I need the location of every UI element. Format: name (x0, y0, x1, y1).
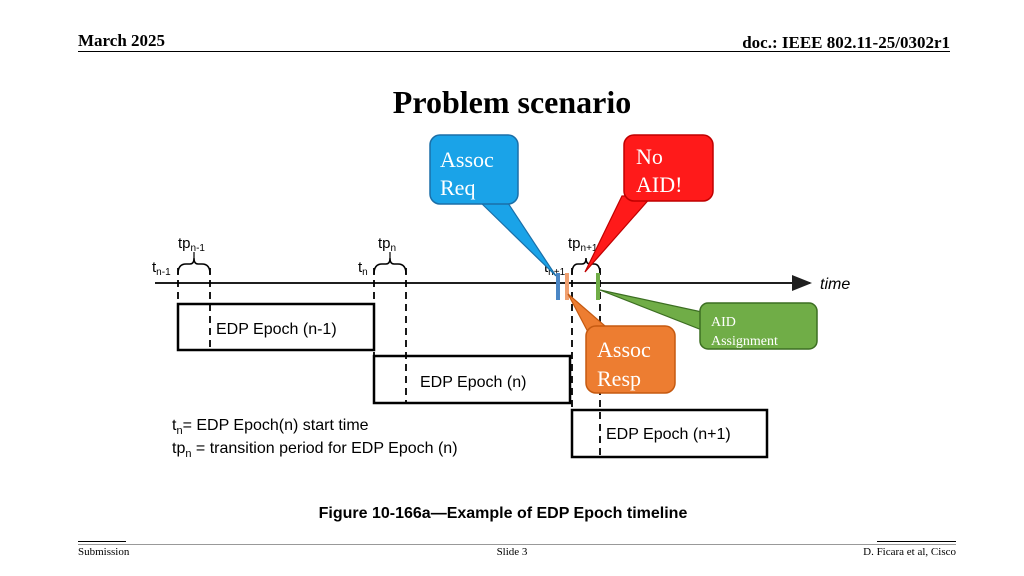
assoc-req-callout (429, 134, 519, 205)
assoc-req-frame-bar (556, 273, 560, 300)
aid-assignment-callout (699, 302, 818, 350)
legend-line-start-time: tn= EDP Epoch(n) start time (172, 417, 369, 437)
no-aid-callout-pointer (584, 195, 654, 273)
label-t-n: tn (358, 259, 368, 278)
label-tp-next: tpn+1 (568, 235, 598, 254)
no-aid-callout (623, 134, 714, 202)
footer-rule-right (877, 541, 956, 542)
brace-n (373, 257, 407, 275)
header-rule (78, 51, 950, 52)
svg-text:AID!: AID! (636, 172, 682, 197)
epoch-label-next: EDP Epoch (n+1) (606, 426, 731, 443)
epoch-label-prev: EDP Epoch (n-1) (216, 321, 337, 338)
header-doc-id: doc.: IEEE 802.11-25/0302r1 (742, 33, 950, 52)
header-date: March 2025 (78, 31, 166, 50)
aid-assignment-callout-line2: Assignment (711, 334, 778, 349)
aid-assignment-callout-pointer (599, 289, 703, 331)
slide-title: Problem scenario (392, 84, 632, 120)
assoc-req-callout-pointer (476, 199, 557, 277)
aid-assignment-callout-line1: AID (711, 315, 736, 330)
svg-text:Assignment: Assignment (711, 334, 778, 349)
label-tp-prev: tpn-1 (178, 235, 205, 254)
epoch-label-current: EDP Epoch (n) (420, 374, 526, 391)
svg-text:Resp: Resp (597, 366, 641, 391)
assoc-resp-callout (585, 325, 676, 394)
no-aid-callout-line1: No (636, 144, 663, 169)
figure-caption: Figure 10-166a—Example of EDP Epoch time… (319, 505, 688, 522)
footer-rule-left (78, 541, 126, 542)
assoc-resp-callout-line1: Assoc (597, 337, 651, 362)
assoc-resp-frame-bar (565, 273, 569, 300)
svg-text:Req: Req (440, 175, 475, 200)
footer-authors: D. Ficara et al, Cisco (863, 546, 956, 558)
brace-prev (177, 257, 211, 275)
svg-text:Assoc: Assoc (597, 337, 651, 362)
time-axis-label: time (820, 276, 850, 293)
epoch-box-prev (176, 302, 376, 352)
label-t-prev: tn-1 (152, 259, 171, 278)
footer-rule (78, 544, 956, 545)
footer-submission: Submission (78, 546, 130, 558)
no-aid-callout-line2: AID! (636, 172, 682, 197)
legend-line-transition: tpn = transition period for EDP Epoch (n… (172, 440, 458, 460)
assoc-req-callout-line2: Req (440, 175, 475, 200)
assoc-req-callout-line1: Assoc (440, 147, 494, 172)
label-tp-n: tpn (378, 235, 396, 254)
footer-slide-number: Slide 3 (496, 546, 528, 558)
aid-assignment-frame-bar (596, 273, 600, 300)
epoch-box-current (372, 354, 572, 405)
epoch-box-next (570, 408, 769, 459)
svg-text:Assoc: Assoc (440, 147, 494, 172)
svg-text:AID: AID (711, 315, 736, 330)
brace-next (571, 257, 601, 275)
svg-text:No: No (636, 144, 663, 169)
assoc-resp-callout-line2: Resp (597, 366, 641, 391)
